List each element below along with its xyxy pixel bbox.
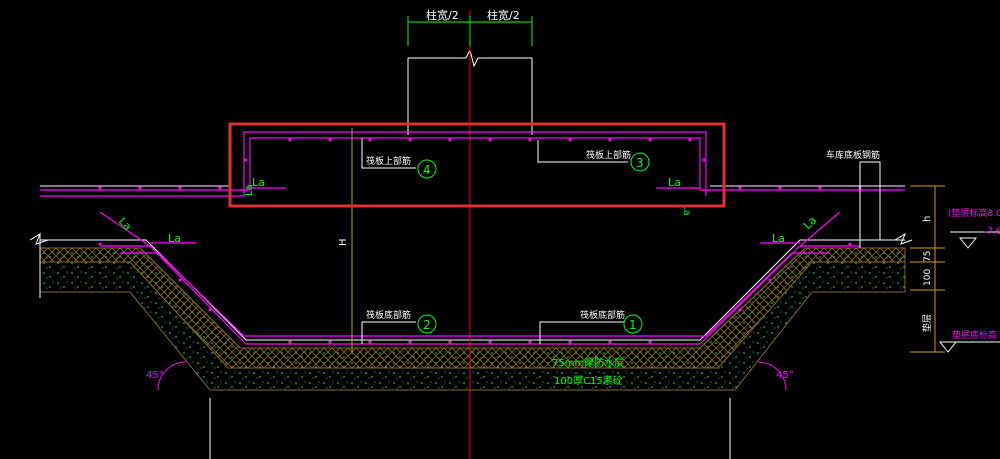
la-label-3: La — [168, 232, 181, 245]
break-mark-left — [29, 232, 49, 245]
angle-right: 45° — [776, 370, 794, 381]
la-label-5: La — [116, 215, 134, 233]
angle-arc-right — [757, 361, 787, 391]
waterproof-layer — [39, 247, 906, 369]
rebar-tag-3: 3 筏板上部筋 — [586, 149, 650, 172]
rebar-tag-1: 1 筏板底部筋 — [580, 309, 643, 334]
slab-rebar-note: 车库底板钢筋 — [826, 149, 880, 161]
waterproof-label: 75mm厚防水层 — [552, 356, 624, 369]
structure-outline — [39, 48, 905, 459]
svg-text:4: 4 — [423, 163, 431, 177]
la-label-7: La — [244, 184, 255, 196]
elev-triangle-2 — [938, 341, 958, 353]
dim-cushion: 垫层 — [921, 314, 933, 332]
angle-arc-left — [157, 361, 187, 391]
la-label-2: La — [668, 176, 681, 189]
dim-left-label: 柱宽/2 — [426, 8, 459, 22]
break-mark-right — [894, 232, 913, 245]
svg-text:1: 1 — [629, 318, 637, 332]
rebar-3-label: 筏板上部筋 — [586, 149, 631, 161]
la-label-6: La — [801, 214, 819, 232]
top-dimension — [407, 16, 533, 46]
height-label: H — [338, 238, 349, 246]
dim-75: 75 — [923, 251, 933, 262]
rebar-4-label: 筏板上部筋 — [366, 155, 411, 167]
la-label-4: La — [772, 232, 785, 245]
elev-label: (垫层标高8.0) — [948, 207, 1000, 219]
cushion-label: 100厚C15素砼 — [554, 374, 623, 387]
elev-triangle-1 — [958, 237, 978, 249]
dim-right-label: 柱宽/2 — [487, 8, 520, 22]
elev-value: -7.6 — [984, 227, 1000, 237]
angle-left: 45° — [146, 370, 164, 381]
leaders — [361, 138, 881, 344]
svg-text:2: 2 — [423, 318, 431, 332]
la-label-8: La — [681, 204, 692, 216]
svg-text:3: 3 — [636, 156, 644, 170]
rebar-lines — [40, 131, 905, 345]
la-label-1: La — [252, 176, 265, 189]
dim-100: 100 — [923, 269, 933, 286]
base-note: 垫层底标高 — [952, 329, 997, 341]
rebar-2-label: 筏板底部筋 — [366, 309, 411, 321]
rebar-tag-2: 2 筏板底部筋 — [366, 309, 437, 334]
dim-h: h — [922, 216, 933, 222]
rebar-1-label: 筏板底部筋 — [580, 309, 625, 321]
rebar-tag-4: 4 筏板上部筋 — [366, 155, 437, 179]
right-dimension — [910, 185, 945, 353]
highlight-box — [228, 122, 726, 208]
